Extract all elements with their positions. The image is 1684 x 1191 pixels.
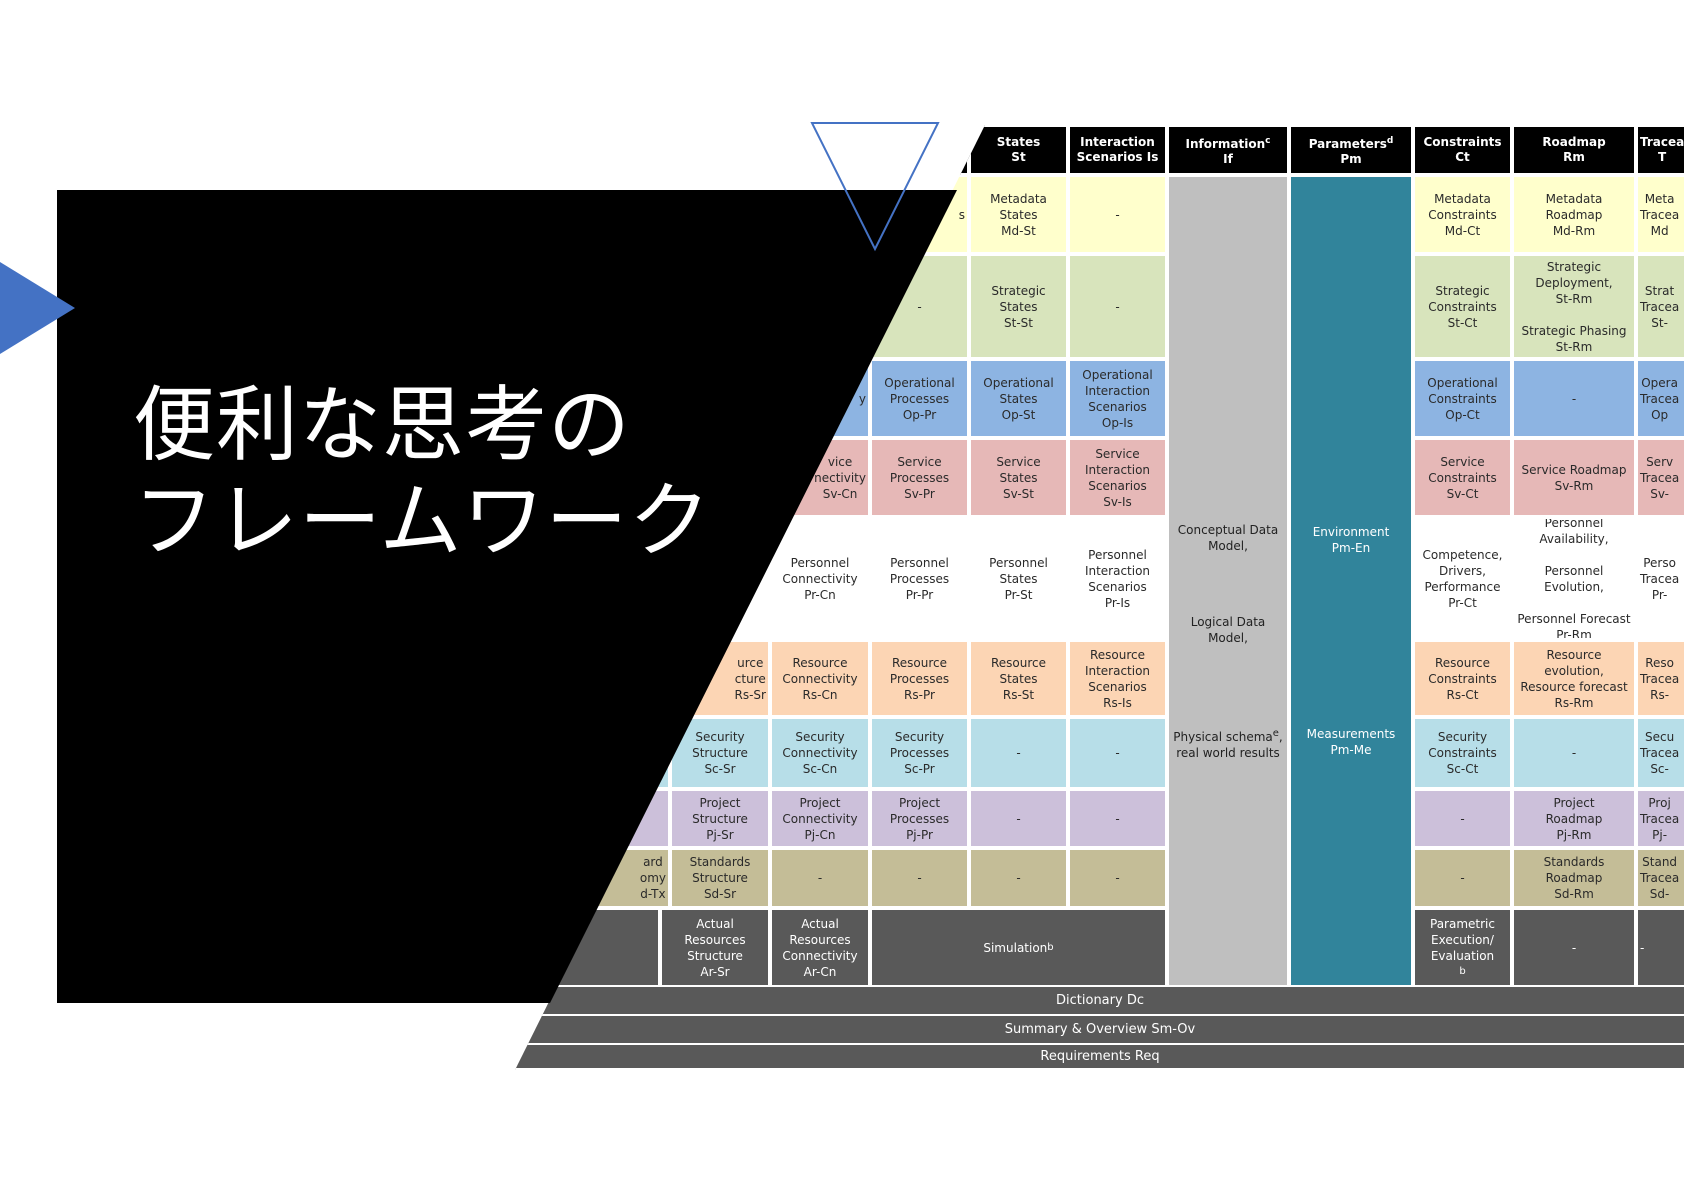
header-traceability: Tracea T bbox=[1636, 125, 1684, 175]
cell-metadata-constraints: Metadata Constraints Md-Ct bbox=[1413, 175, 1512, 254]
header-constraints: Constraints Ct bbox=[1413, 125, 1512, 175]
cell-security-interaction: - bbox=[1068, 717, 1167, 789]
cell-security-roadmap: - bbox=[1512, 717, 1636, 789]
cell-actual-connectivity: Actual Resources Connectivity Ar-Cn bbox=[770, 908, 870, 987]
cell-security-constraints: Security Constraints Sc-Ct bbox=[1413, 717, 1512, 789]
cell-security-processes: Security Processes Sc-Pr bbox=[870, 717, 969, 789]
header-parameters-label: Parametersd bbox=[1308, 135, 1394, 151]
physical-schema: Physical schemae, real world results bbox=[1173, 727, 1283, 760]
cell-operational-states: Operational States Op-St bbox=[969, 359, 1068, 438]
cell-service-constraints: Service Constraints Sv-Ct bbox=[1413, 438, 1512, 517]
cell-project-interaction: - bbox=[1068, 789, 1167, 848]
cell-project-trace: Proj Tracea Pj- bbox=[1636, 789, 1684, 848]
cell-strategic-constraints: Strategic Constraints St-Ct bbox=[1413, 254, 1512, 359]
slide-title-line2: フレームワーク bbox=[133, 474, 712, 569]
cell-standards-structure: Standards Structure Sd-Sr bbox=[670, 848, 770, 908]
cell-service-processes: Service Processes Sv-Pr bbox=[870, 438, 969, 517]
header-states: States St bbox=[969, 125, 1068, 175]
cell-operational-trace: Opera Tracea Op bbox=[1636, 359, 1684, 438]
cell-metadata-interaction: - bbox=[1068, 175, 1167, 254]
cell-metadata-trace: Meta Tracea Md bbox=[1636, 175, 1684, 254]
cell-strategic-interaction: - bbox=[1068, 254, 1167, 359]
header-parameters-code: Pm bbox=[1340, 151, 1362, 166]
cell-resource-trace: Reso Tracea Rs- bbox=[1636, 640, 1684, 717]
header-information-label: Informationc bbox=[1185, 135, 1271, 151]
cell-security-connectivity: Security Connectivity Sc-Cn bbox=[770, 717, 870, 789]
header-roadmap: Roadmap Rm bbox=[1512, 125, 1636, 175]
simulation-footnote: b bbox=[1047, 941, 1054, 953]
cell-resource-roadmap: Resource evolution, Resource forecast Rs… bbox=[1512, 640, 1636, 717]
slide-title-line1: 便利な思考の bbox=[133, 378, 632, 473]
conceptual-data-model: Conceptual Data Model, bbox=[1177, 522, 1279, 553]
parametric-footnote: b bbox=[1459, 965, 1466, 977]
requirements-bar: Requirements Req bbox=[515, 1045, 1684, 1070]
cell-project-structure: Project Structure Pj-Sr bbox=[670, 789, 770, 848]
cell-strategic-roadmap: Strategic Deployment, St-Rm Strategic Ph… bbox=[1512, 254, 1636, 359]
cell-actual-roadmap: - bbox=[1512, 908, 1636, 987]
cell-metadata-roadmap: Metadata Roadmap Md-Rm bbox=[1512, 175, 1636, 254]
cell-personnel-processes: Personnel Processes Pr-Pr bbox=[870, 517, 969, 640]
cell-operational-roadmap: - bbox=[1512, 359, 1636, 438]
cell-project-processes: Project Processes Pj-Pr bbox=[870, 789, 969, 848]
header-parameters: Parametersd Pm bbox=[1289, 125, 1413, 175]
dictionary-bar: Dictionary Dc bbox=[515, 987, 1684, 1016]
cell-operational-processes: Operational Processes Op-Pr bbox=[870, 359, 969, 438]
parameters-column: Environment Pm-En Measurements Pm-Me bbox=[1289, 175, 1413, 987]
parametric-execution-label: Parametric Execution/ Evaluation bbox=[1430, 916, 1495, 963]
cell-project-roadmap: Project Roadmap Pj-Rm bbox=[1512, 789, 1636, 848]
cell-strategic-trace: Strat Tracea St- bbox=[1636, 254, 1684, 359]
cell-resource-constraints: Resource Constraints Rs-Ct bbox=[1413, 640, 1512, 717]
cell-security-structure: Security Structure Sc-Sr bbox=[670, 717, 770, 789]
header-information-code: If bbox=[1223, 151, 1233, 166]
cell-personnel-constraints: Competence, Drivers, Performance Pr-Ct bbox=[1413, 517, 1512, 640]
cell-service-interaction: Service Interaction Scenarios Sv-Is bbox=[1068, 438, 1167, 517]
cell-operational-constraints: Operational Constraints Op-Ct bbox=[1413, 359, 1512, 438]
cell-strategic-states: Strategic States St-St bbox=[969, 254, 1068, 359]
cell-resource-processes: Resource Processes Rs-Pr bbox=[870, 640, 969, 717]
cell-security-trace: Secu Tracea Sc- bbox=[1636, 717, 1684, 789]
cell-standards-trace: Stand Tracea Sd- bbox=[1636, 848, 1684, 908]
information-column: Conceptual Data Model, Logical Data Mode… bbox=[1167, 175, 1289, 987]
cell-metadata-states: Metadata States Md-St bbox=[969, 175, 1068, 254]
cell-standards-states: - bbox=[969, 848, 1068, 908]
cell-standards-processes: - bbox=[870, 848, 969, 908]
header-col-a bbox=[570, 125, 670, 175]
cell-service-states: Service States Sv-St bbox=[969, 438, 1068, 517]
cell-resource-states: Resource States Rs-St bbox=[969, 640, 1068, 717]
cell-resource-interaction: Resource Interaction Scenarios Rs-Is bbox=[1068, 640, 1167, 717]
cell-actual-structure: Actual Resources Structure Ar-Sr bbox=[660, 908, 770, 987]
cell-standards-interaction: - bbox=[1068, 848, 1167, 908]
header-col-b bbox=[670, 125, 770, 175]
cell-project-connectivity: Project Connectivity Pj-Cn bbox=[770, 789, 870, 848]
simulation-label: Simulation bbox=[983, 940, 1048, 955]
logical-data-model: Logical Data Model, bbox=[1190, 614, 1266, 645]
triangle-outline-icon bbox=[810, 122, 940, 252]
cell-standards-connectivity: - bbox=[770, 848, 870, 908]
cell-resource-connectivity: Resource Connectivity Rs-Cn bbox=[770, 640, 870, 717]
cell-personnel-trace: Perso Tracea Pr- bbox=[1636, 517, 1684, 640]
header-interaction-scenarios: Interaction Scenarios Is bbox=[1068, 125, 1167, 175]
cell-personnel-states: Personnel States Pr-St bbox=[969, 517, 1068, 640]
cell-standards-constraints: - bbox=[1413, 848, 1512, 908]
summary-overview-bar: Summary & Overview Sm-Ov bbox=[515, 1016, 1684, 1045]
cell-personnel-interaction: Personnel Interaction Scenarios Pr-Is bbox=[1068, 517, 1167, 640]
measurements-label: Measurements Pm-Me bbox=[1306, 727, 1396, 757]
cell-project-constraints: - bbox=[1413, 789, 1512, 848]
cell-standards-roadmap: Standards Roadmap Sd-Rm bbox=[1512, 848, 1636, 908]
cell-project-states: - bbox=[969, 789, 1068, 848]
environment-label: Environment Pm-En bbox=[1312, 525, 1390, 555]
cell-service-roadmap: Service Roadmap Sv-Rm bbox=[1512, 438, 1636, 517]
slide-title: 便利な思考の フレームワーク bbox=[133, 378, 712, 570]
cell-parametric-execution: Parametric Execution/ Evaluation b bbox=[1413, 908, 1512, 987]
cell-service-trace: Serv Tracea Sv- bbox=[1636, 438, 1684, 517]
cell-actual-trace: - bbox=[1636, 908, 1684, 987]
triangle-arrow-icon bbox=[0, 262, 75, 354]
cell-security-states: - bbox=[969, 717, 1068, 789]
header-information: Informationc If bbox=[1167, 125, 1289, 175]
cell-operational-interaction: Operational Interaction Scenarios Op-Is bbox=[1068, 359, 1167, 438]
cell-personnel-roadmap: Personnel Availability, Personnel Evolut… bbox=[1512, 517, 1636, 640]
cell-personnel-connectivity: Personnel Connectivity Pr-Cn bbox=[770, 517, 870, 640]
